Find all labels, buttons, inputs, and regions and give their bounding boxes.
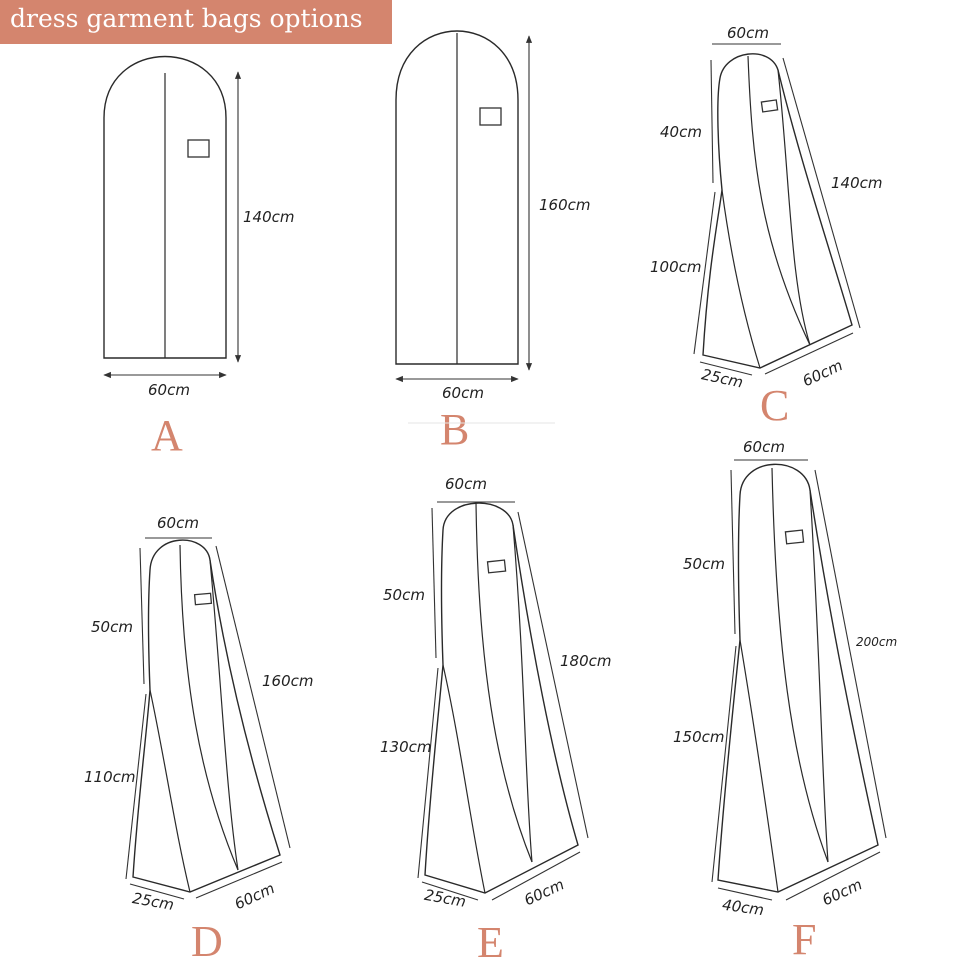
bag-d-gusset-seam [209, 559, 239, 871]
bag-e-upper-line [431, 507, 437, 659]
bag-f-gusset-seam [809, 489, 829, 863]
bag-c-gusset-label: 25cm [700, 365, 745, 391]
bag-c-base-line [764, 332, 854, 375]
bag-a-id-window [187, 139, 210, 158]
bag-e-top-label: 60cm [445, 475, 487, 493]
bag-d-base-line [195, 861, 283, 899]
bag-d-base-label: 60cm [232, 879, 278, 913]
bag-e-side-seam [442, 664, 486, 894]
bag-f-gusset-line [717, 887, 773, 901]
bag-d-outline [132, 539, 281, 893]
bag-e-gusset-seam [512, 524, 533, 863]
bag-e-letter: E [477, 918, 504, 967]
bag-c-base-label: 60cm [800, 356, 846, 390]
bag-e-zipper [475, 501, 533, 863]
bag-f-gusset-label: 40cm [721, 896, 765, 920]
bag-d-lower-label: 110cm [84, 768, 136, 786]
bag-b-width-label: 60cm [442, 384, 484, 402]
bag-e-lower-label: 130cm [380, 738, 432, 756]
page-title: dress garment bags options [10, 4, 363, 33]
bag-d-zipper [179, 544, 239, 871]
bag-c-total-line [782, 57, 861, 329]
bag-b: 160cm 60cm B [395, 30, 591, 454]
bag-c-gusset-seam [777, 69, 811, 346]
bag-f-zipper [771, 467, 829, 863]
bag-e-base-line [491, 851, 581, 901]
bag-c-side-seam [721, 189, 761, 369]
bag-d-lower-line [125, 693, 147, 880]
bag-f-top-label: 60cm [743, 438, 785, 456]
bag-d-gusset-line [129, 883, 185, 900]
bag-b-length-label: 160cm [539, 196, 591, 214]
bag-c-outline [702, 53, 853, 369]
bag-d-upper-line [139, 547, 145, 685]
bag-a: 140cm 60cm A [103, 56, 295, 460]
bag-d: 60cm 50cm 110cm 160cm 25cm 60cm D [84, 514, 314, 966]
bag-c-upper-label: 40cm [660, 123, 702, 141]
bag-c-top-label: 60cm [727, 24, 769, 42]
bag-f: 60cm 50cm 150cm 200cm 40cm 60cm F [673, 438, 897, 964]
bag-f-base-line [785, 851, 881, 901]
bag-d-top-label: 60cm [157, 514, 199, 532]
bag-d-total-label: 160cm [262, 672, 314, 690]
bag-f-total-label: 200cm [856, 635, 897, 649]
bag-f-outline [717, 463, 879, 893]
bag-b-letter: B [440, 405, 469, 454]
bag-f-base-label: 60cm [819, 875, 865, 909]
bag-c-lower-line [693, 191, 716, 355]
bag-e: 60cm 50cm 130cm 180cm 25cm 60cm E [380, 475, 612, 967]
bag-f-letter: F [792, 915, 816, 964]
bag-e-total-label: 180cm [560, 652, 612, 670]
bag-f-side-seam [739, 639, 779, 893]
bag-c: 60cm 40cm 100cm 140cm 25cm 60cm C [650, 24, 883, 430]
bag-d-total-line [215, 545, 291, 849]
bag-d-side-seam [149, 689, 191, 893]
bag-a-width-label: 60cm [148, 381, 190, 399]
bag-e-outline [424, 502, 579, 894]
bag-d-letter: D [191, 917, 223, 966]
bag-c-total-label: 140cm [831, 174, 883, 192]
bag-e-gusset-line [421, 881, 479, 901]
bag-c-lower-label: 100cm [650, 258, 702, 276]
bag-c-id-window [760, 99, 779, 113]
bag-f-upper-label: 50cm [683, 555, 725, 573]
bag-e-id-window [486, 559, 507, 574]
bag-a-letter: A [151, 411, 183, 460]
bag-d-gusset-label: 25cm [131, 889, 175, 914]
bag-d-id-window [193, 592, 213, 606]
bag-f-lower-line [711, 645, 737, 883]
bag-f-id-window [784, 529, 805, 545]
bag-e-upper-label: 50cm [383, 586, 425, 604]
bag-e-lower-line [417, 667, 439, 879]
bag-f-lower-label: 150cm [673, 728, 725, 746]
bag-f-total-line [814, 469, 887, 839]
bag-c-zipper [747, 55, 811, 346]
bag-c-upper-line [710, 59, 714, 184]
title-banner: dress garment bags options [0, 0, 392, 44]
bag-d-upper-label: 50cm [91, 618, 133, 636]
bag-c-gusset-line [699, 361, 753, 376]
bag-c-letter: C [760, 381, 789, 430]
bag-e-total-line [517, 511, 589, 839]
bag-a-length-label: 140cm [243, 208, 295, 226]
bag-e-gusset-label: 25cm [423, 886, 467, 911]
bag-b-id-window [479, 107, 502, 126]
bag-f-upper-line [730, 469, 736, 635]
